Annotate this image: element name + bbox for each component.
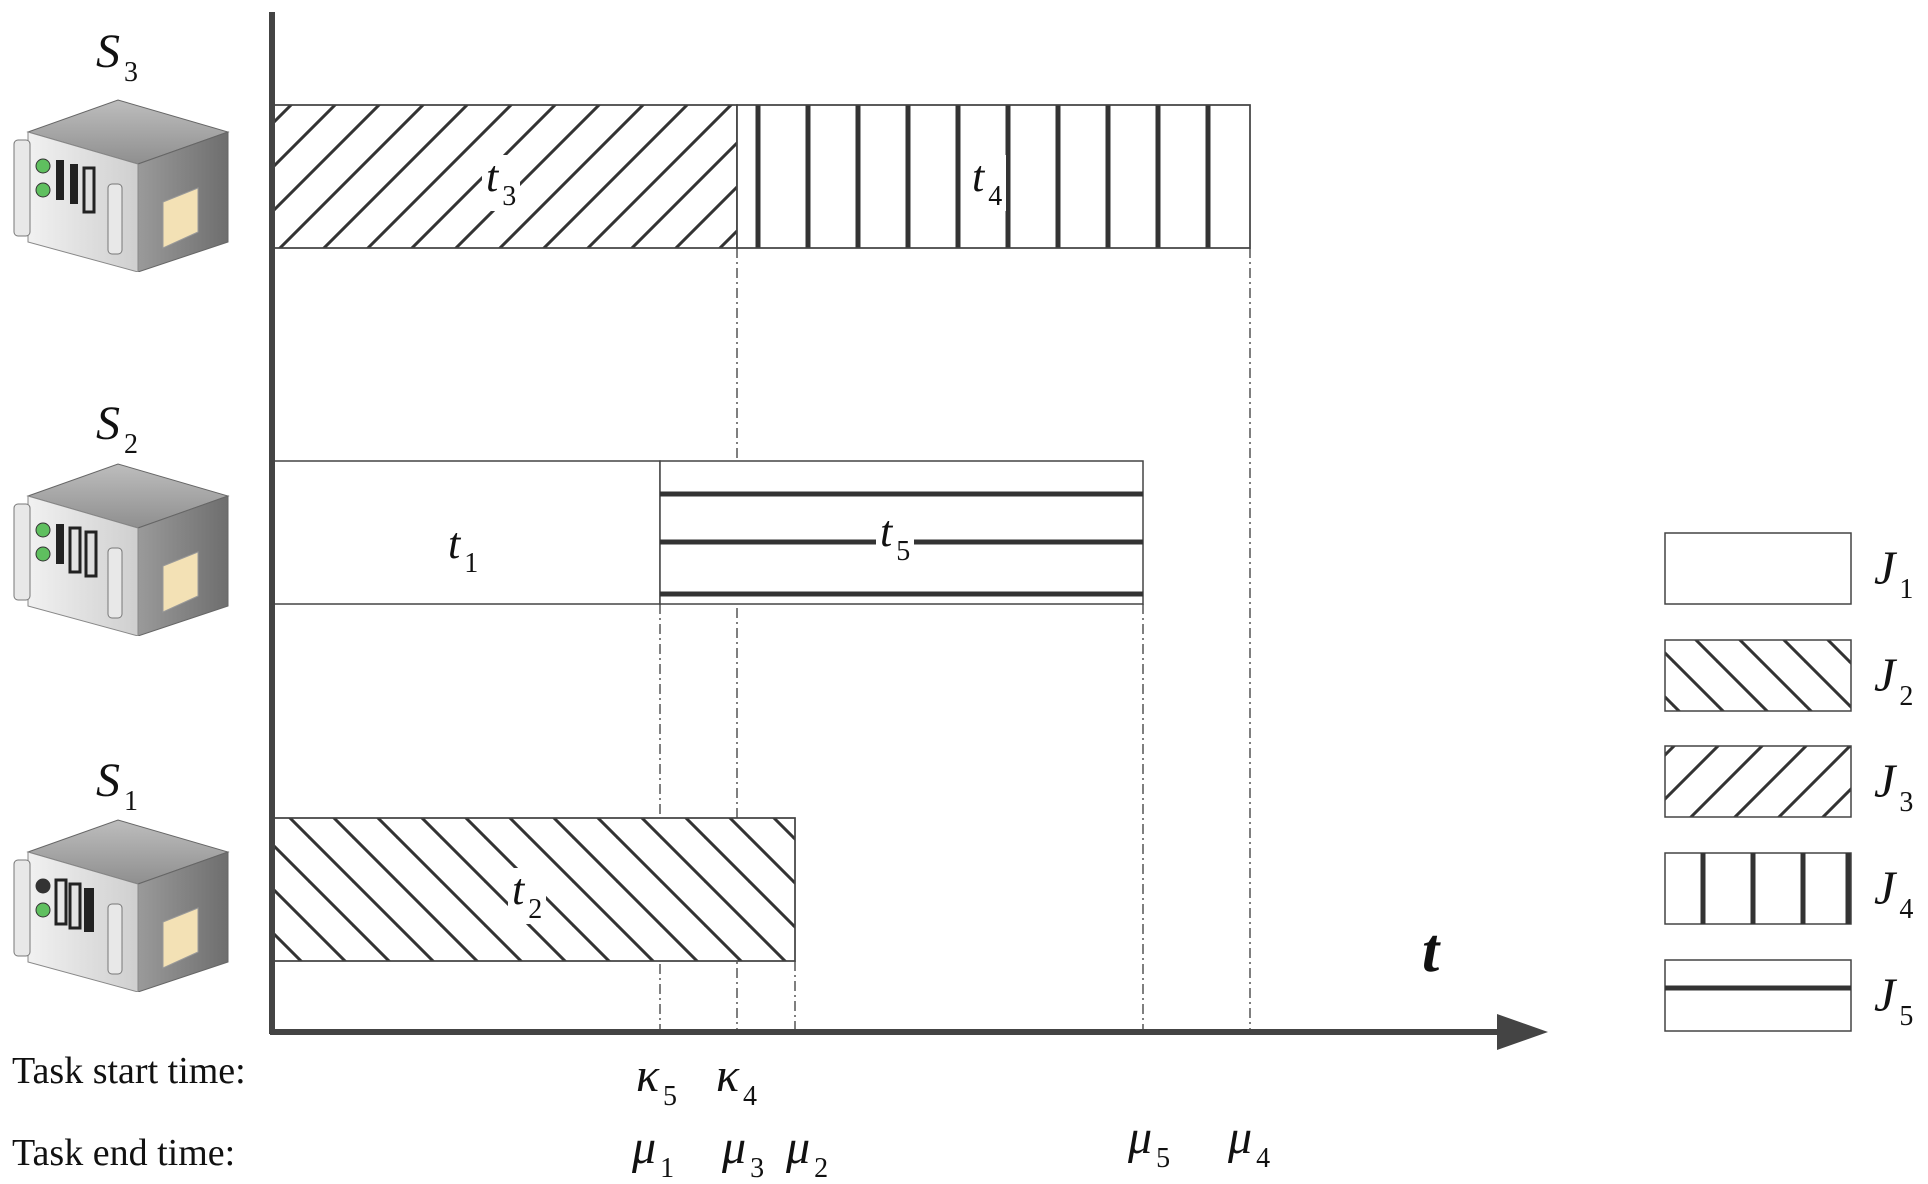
legend-swatch-j3	[1664, 745, 1852, 818]
x-axis-label: t	[1422, 917, 1440, 985]
legend-swatch-j5	[1664, 959, 1852, 1032]
legend-swatch-j2	[1664, 639, 1852, 712]
x-axis-arrowhead	[1497, 1014, 1548, 1050]
end-time-label: Task end time:	[12, 1132, 236, 1174]
legend-swatch-j4	[1664, 852, 1852, 925]
server-icon-s1	[13, 819, 230, 992]
server-icon-s2	[13, 463, 230, 636]
server-icon-s3	[13, 99, 230, 272]
legend-swatch-j1	[1664, 532, 1852, 605]
legend-swatches	[1664, 532, 1852, 1032]
start-time-label: Task start time:	[12, 1050, 246, 1092]
